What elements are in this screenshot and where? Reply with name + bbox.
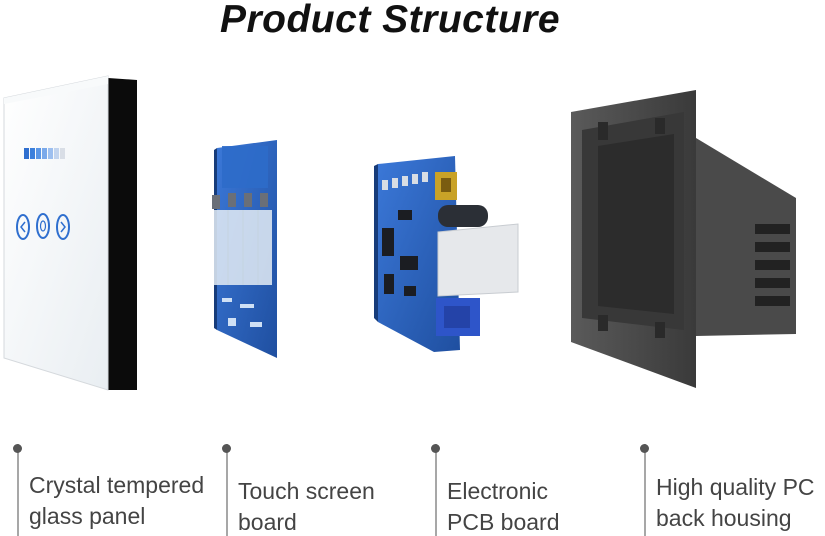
label-line-2: glass panel	[29, 503, 146, 529]
callout-dot	[640, 444, 649, 453]
callout-line	[17, 444, 19, 536]
label-line-2: board	[238, 509, 297, 535]
label-line-1: Electronic	[447, 478, 548, 504]
back-housing-image	[571, 90, 796, 388]
callout-line	[435, 444, 437, 536]
callout-label: Crystal tempered glass panel	[29, 470, 204, 532]
exploded-view-illustration	[3, 75, 796, 391]
callout-dot	[13, 444, 22, 453]
callout-line	[226, 444, 228, 536]
callout-line	[644, 444, 646, 536]
circle-icon	[36, 213, 50, 239]
level-indicator	[24, 148, 65, 159]
pcb-board-image	[374, 156, 519, 352]
label-line-1: Touch screen	[238, 478, 375, 504]
callout-label: Touch screen board	[238, 476, 375, 536]
label-line-2: PCB board	[447, 509, 560, 535]
label-line-1: High quality PC	[656, 474, 815, 500]
callout-dot	[431, 444, 440, 453]
callout-label: Electronic PCB board	[447, 476, 560, 536]
label-line-2: back housing	[656, 505, 792, 531]
label-line-1: Crystal tempered	[29, 472, 205, 498]
callout-label: High quality PC back housing	[656, 472, 815, 534]
chevron-right-icon	[56, 214, 70, 240]
callout-dot	[222, 444, 231, 453]
chevron-left-icon	[16, 214, 30, 240]
page-title: Product Structure	[219, 0, 561, 41]
touch-screen-board-image	[212, 140, 277, 358]
glass-panel-image	[3, 75, 137, 391]
